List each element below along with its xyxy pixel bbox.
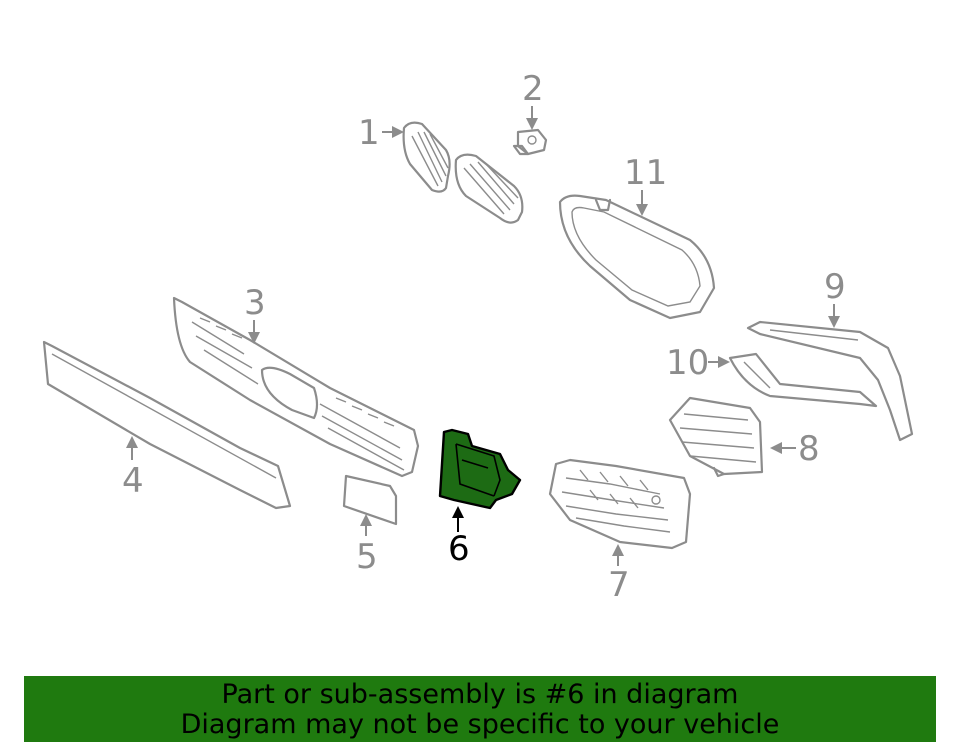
part-7-fog-grille	[548, 458, 692, 550]
callout-5-label: 5	[356, 537, 378, 577]
callout-7-label: 7	[608, 565, 630, 605]
part-3-lower-grille	[172, 296, 420, 478]
part-10-trim-strip	[728, 352, 878, 408]
callout-1: 1	[358, 113, 404, 153]
callout-7: 7	[608, 544, 630, 605]
callout-4: 4	[122, 436, 144, 501]
part-9-side-trim	[746, 320, 914, 442]
callout-5: 5	[356, 514, 378, 577]
banner-line-2: Diagram may not be specific to your vehi…	[180, 709, 780, 740]
callout-11: 11	[624, 153, 667, 216]
callout-8-label: 8	[798, 429, 820, 469]
part-4-bumper-strip	[42, 340, 292, 510]
callout-4-label: 4	[122, 461, 144, 501]
callout-9: 9	[824, 267, 846, 328]
callout-9-label: 9	[824, 267, 846, 307]
part-11-grille-frame	[558, 194, 716, 320]
callout-10: 10	[666, 343, 730, 383]
part-6-air-duct-highlighted	[438, 428, 522, 510]
callout-8: 8	[770, 429, 820, 469]
info-banner: Part or sub-assembly is #6 in diagram Di…	[24, 676, 936, 742]
part-2-sensor	[512, 128, 548, 156]
callout-2-label: 2	[522, 69, 544, 109]
callout-3-label: 3	[244, 283, 266, 323]
parts-diagram: 1 2 11 3 4	[42, 69, 914, 605]
callout-3: 3	[244, 283, 266, 344]
part-8-vent-cover	[668, 396, 764, 478]
callout-2: 2	[522, 69, 544, 130]
callout-11-label: 11	[624, 153, 667, 193]
callout-1-label: 1	[358, 113, 380, 153]
callout-6: 6	[448, 506, 470, 569]
part-1-kidney-grille	[402, 121, 524, 224]
callout-10-label: 10	[666, 343, 709, 383]
banner-line-1: Part or sub-assembly is #6 in diagram	[221, 679, 739, 710]
callout-6-label: 6	[448, 529, 470, 569]
part-5-plate	[342, 474, 398, 526]
